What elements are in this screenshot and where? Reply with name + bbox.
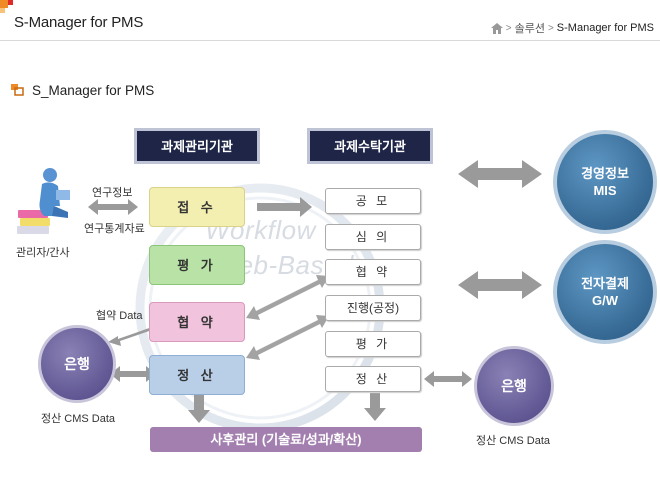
research-stats-label: 연구통계자료 <box>84 223 145 235</box>
admin-user-icon <box>17 168 70 234</box>
settle-cms-label-left: 정산 CMS Data <box>41 413 116 425</box>
home-icon[interactable] <box>490 22 503 34</box>
gw-circle: 전자결제 G/W <box>553 240 657 344</box>
step-settle: 정 산 <box>149 355 245 395</box>
step-agreement: 협 약 <box>149 302 245 342</box>
settle-cms-label-right: 정산 CMS Data <box>476 435 551 447</box>
research-info-label: 연구정보 <box>92 187 133 199</box>
bank-circle-left: 은행 <box>38 325 116 403</box>
section-bullet-icon <box>11 84 24 96</box>
org-header-contracted-agency: 과제수탁기관 <box>307 128 433 164</box>
step-review: 심 의 <box>325 224 421 250</box>
step-evaluate: 평 가 <box>149 245 245 285</box>
admin-user-label: 관리자/간사 <box>16 247 70 259</box>
breadcrumb-item-solution[interactable]: 솔루션 <box>514 23 545 35</box>
gw-label: 전자결제 <box>581 276 629 291</box>
bank-label-left: 은행 <box>64 356 90 372</box>
org-header-managing-agency: 과제관리기관 <box>134 128 260 164</box>
step-evaluate-right: 평 가 <box>325 331 421 357</box>
mis-label: 경영정보 <box>581 166 629 181</box>
bank-label-right: 은행 <box>501 378 527 394</box>
header-divider <box>0 40 660 41</box>
step-settle-right: 정 산 <box>325 366 421 392</box>
breadcrumb: > 솔루션 > S-Manager for PMS <box>490 20 654 36</box>
after-care-bar: 사후관리 (기술료/성과/확산) <box>150 427 422 452</box>
chevron-right-icon: > <box>547 22 554 34</box>
step-agreement-right: 협 약 <box>325 259 421 285</box>
section-title: S_Manager for PMS <box>32 83 155 98</box>
breadcrumb-item-current: S-Manager for PMS <box>556 22 654 34</box>
step-call: 공 모 <box>325 188 421 214</box>
step-progress: 진행(공정) <box>325 295 421 321</box>
mis-circle: 경영정보 MIS <box>553 130 657 234</box>
mis-sublabel: MIS <box>593 183 617 198</box>
gw-sublabel: G/W <box>592 293 618 308</box>
agreement-data-label: 협약 Data <box>96 310 143 322</box>
chevron-right-icon: > <box>505 22 512 34</box>
step-accept: 접 수 <box>149 187 245 227</box>
bank-circle-right: 은행 <box>474 346 554 426</box>
page-title: S-Manager for PMS <box>14 14 144 31</box>
brand-logo-mark <box>0 0 18 18</box>
